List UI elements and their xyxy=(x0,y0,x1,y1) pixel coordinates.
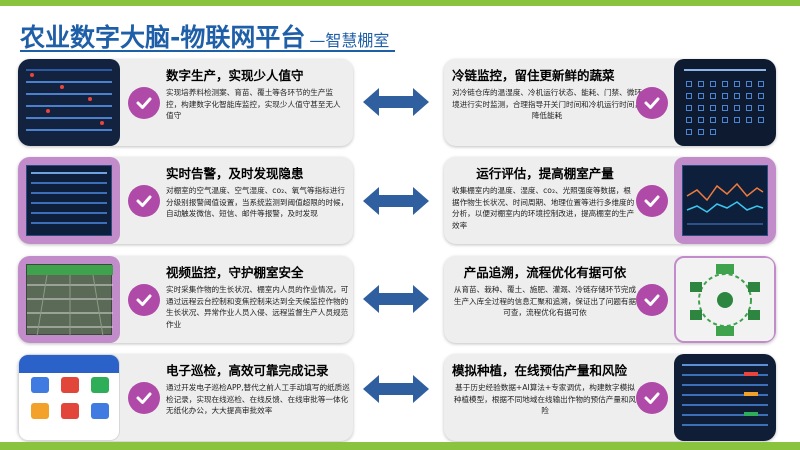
title-main: 农业数字大脑-物联网平台 xyxy=(20,23,306,52)
checkmark-icon xyxy=(128,284,160,316)
calendar-screenshot-icon xyxy=(674,59,776,146)
feature-title: 实时告警，及时发现隐患 xyxy=(166,166,304,181)
page-title: 农业数字大脑-物联网平台 —智慧棚室 xyxy=(20,12,389,54)
checkmark-icon xyxy=(636,87,668,119)
line-chart-icon xyxy=(674,157,776,244)
feature-card-cold-chain: 冷链监控，留住更新鲜的蔬菜 对冷链仓库的温湿度、冷机运行状态、能耗、门禁、微环境… xyxy=(444,59,776,146)
feature-card-simulation: 模拟种植，在线预估产量和风险 基于历史经验数据+AI算法+专家调优，构建数字模拟… xyxy=(444,354,776,441)
feature-title: 运行评估，提高棚室产量 xyxy=(476,166,614,181)
greenhouse-video-icon xyxy=(18,256,120,343)
top-accent-bar xyxy=(0,0,800,6)
feature-title: 模拟种植，在线预估产量和风险 xyxy=(452,363,628,378)
feature-card-e-inspection: 电子巡检，高效可靠完成记录 通过开发电子巡检APP,替代之前人工手动填写的纸质巡… xyxy=(18,354,353,441)
title-underline xyxy=(20,50,395,52)
feature-body: 通过开发电子巡检APP,替代之前人工手动填写的纸质巡检记录，实现在线巡检、在线反… xyxy=(166,383,350,415)
double-arrow-icon xyxy=(363,187,429,215)
title-subtitle: —智慧棚室 xyxy=(309,31,390,50)
checkmark-icon xyxy=(636,284,668,316)
double-arrow-icon xyxy=(363,88,429,116)
feature-title: 产品追溯，流程优化有据可依 xyxy=(463,265,627,280)
feature-title: 冷链监控，留住更新鲜的蔬菜 xyxy=(452,68,615,83)
double-arrow-icon xyxy=(363,375,429,403)
feature-card-digital-production: 数字生产，实现少人值守 实现培养料检测案、育苗、覆土等各环节的生产监控，构建数字… xyxy=(18,59,353,146)
dashboard-screenshot-icon xyxy=(18,59,120,146)
checkmark-icon xyxy=(636,185,668,217)
alarm-table-icon xyxy=(18,157,120,244)
checkmark-icon xyxy=(128,185,160,217)
checkmark-icon xyxy=(636,382,668,414)
checkmark-icon xyxy=(128,382,160,414)
feature-title: 电子巡检，高效可靠完成记录 xyxy=(166,363,329,378)
data-table-icon xyxy=(674,354,776,441)
feature-body: 基于历史经验数据+AI算法+专家调优，构建数字模拟种植模型，根据不同地域在线输出… xyxy=(453,383,637,415)
mobile-app-icon xyxy=(18,354,120,441)
bottom-accent-bar xyxy=(0,442,800,450)
feature-card-realtime-alarm: 实时告警，及时发现隐患 对棚室的空气温度、空气湿度、co₂、氧气等指标进行分级别… xyxy=(18,157,353,244)
trace-flow-icon xyxy=(674,256,776,343)
feature-card-video-monitor: 视频监控，守护棚室安全 实时采集作物的生长状况、棚室内人员的作业情况，可通过远程… xyxy=(18,256,353,343)
feature-body: 对冷链仓库的温湿度、冷机运行状态、能耗、门禁、微环境进行实时监测，合理指导开关门… xyxy=(452,88,642,120)
feature-title: 视频监控，守护棚室安全 xyxy=(166,265,304,280)
feature-card-traceability: 产品追溯，流程优化有据可依 从育苗、栽种、覆土、施肥、灌溉、冷链存储环节完成生产… xyxy=(444,256,776,343)
feature-body: 实时采集作物的生长状况、棚室内人员的作业情况，可通过远程云台控制和变焦控制来达到… xyxy=(166,285,349,329)
feature-body: 从育苗、栽种、覆土、施肥、灌溉、冷链存储环节完成生产入库全过程的信息汇聚和追溯，… xyxy=(453,285,637,317)
feature-card-evaluation: 运行评估，提高棚室产量 收集棚室内的温度、湿度、co₂、光照强度等数据，根据作物… xyxy=(444,157,776,244)
feature-title: 数字生产，实现少人值守 xyxy=(166,68,304,83)
feature-body: 对棚室的空气温度、空气湿度、co₂、氧气等指标进行分级别报警阈值设置，当系统监测… xyxy=(166,186,349,218)
checkmark-icon xyxy=(128,87,160,119)
double-arrow-icon xyxy=(363,285,429,313)
feature-body: 收集棚室内的温度、湿度、co₂、光照强度等数据，根据作物生长状况、时间周期、地理… xyxy=(452,186,635,230)
feature-body: 实现培养料检测案、育苗、覆土等各环节的生产监控，构建数字化智能库监控，实现少人值… xyxy=(166,88,341,120)
